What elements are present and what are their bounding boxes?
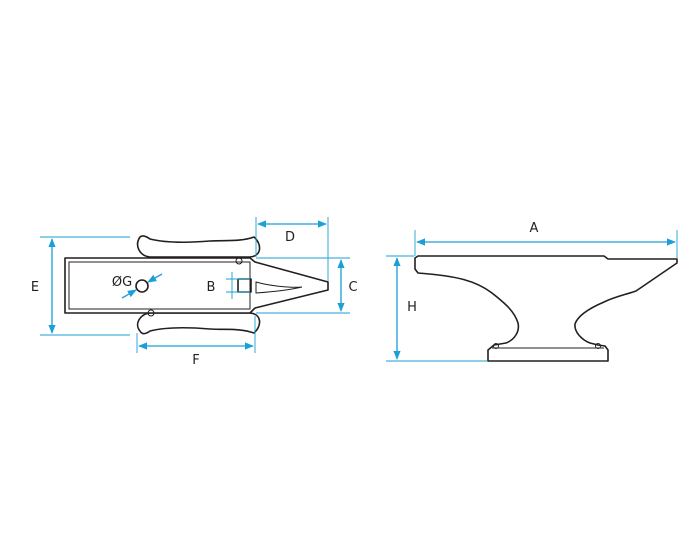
- label-f: F: [192, 353, 199, 368]
- side-foot-hole-left: [493, 343, 499, 349]
- anvil-body-top: [64, 257, 329, 314]
- dim-h: H: [386, 255, 487, 362]
- dim-g: ØG: [112, 273, 163, 299]
- dim-a: A: [414, 221, 678, 258]
- dim-e: E: [31, 236, 130, 336]
- corner-hole-bottom: [147, 309, 155, 317]
- side-view: [414, 255, 678, 362]
- dim-b: B: [207, 272, 250, 299]
- dim-c: C: [256, 257, 358, 314]
- horn-point: [255, 281, 303, 294]
- body-inner-edge: [68, 261, 251, 310]
- label-b: B: [207, 280, 216, 295]
- upper-foot: [136, 235, 261, 258]
- dim-d: D: [255, 217, 329, 281]
- lower-foot: [136, 312, 261, 335]
- side-foot-hole-right: [595, 343, 601, 349]
- label-d: D: [285, 230, 295, 245]
- label-h: H: [407, 300, 417, 315]
- top-view: [64, 235, 329, 335]
- label-g: ØG: [112, 275, 132, 290]
- dim-f: F: [136, 316, 256, 368]
- anvil-body-side: [414, 255, 678, 362]
- corner-hole-top: [235, 257, 243, 265]
- label-a: A: [530, 221, 539, 236]
- label-e: E: [31, 280, 39, 295]
- label-c: C: [348, 280, 357, 295]
- pritchel-hole: [135, 279, 149, 293]
